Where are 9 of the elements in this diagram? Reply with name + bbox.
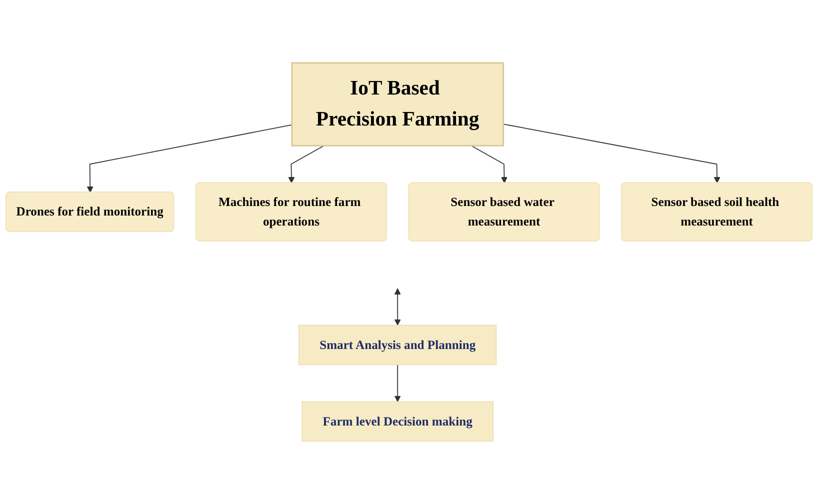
node-box: Smart Analysis and Planning — [298, 324, 497, 366]
arrow — [394, 288, 401, 326]
node-box: IoT Based Precision Farming — [291, 62, 504, 146]
arrow — [502, 124, 720, 184]
node-box: Farm level Decision making — [302, 401, 494, 442]
arrow — [288, 145, 324, 184]
arrow — [86, 124, 292, 193]
arrow — [394, 364, 401, 402]
arrow — [470, 145, 508, 184]
